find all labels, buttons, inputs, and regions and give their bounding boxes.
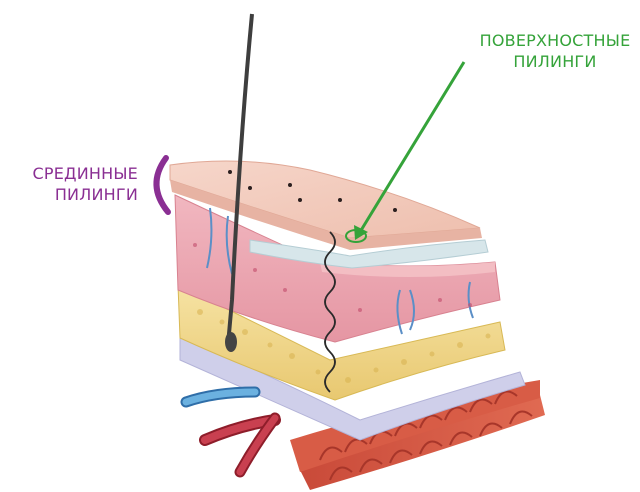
surface-peels-line2: ПИЛИНГИ [472,51,638,72]
medium-peels-line1: СРЕДИННЫЕ [20,163,138,184]
surface-peels-line1: ПОВЕРХНОСТНЫЕ [472,30,638,51]
surface-peels-label: ПОВЕРХНОСТНЫЕ ПИЛИНГИ [472,30,638,72]
medium-peels-label: СРЕДИННЫЕ ПИЛИНГИ [20,163,138,205]
artery [205,418,275,472]
vein [186,392,255,402]
medium-peel-bracket [156,158,168,212]
medium-peels-line2: ПИЛИНГИ [20,184,138,205]
